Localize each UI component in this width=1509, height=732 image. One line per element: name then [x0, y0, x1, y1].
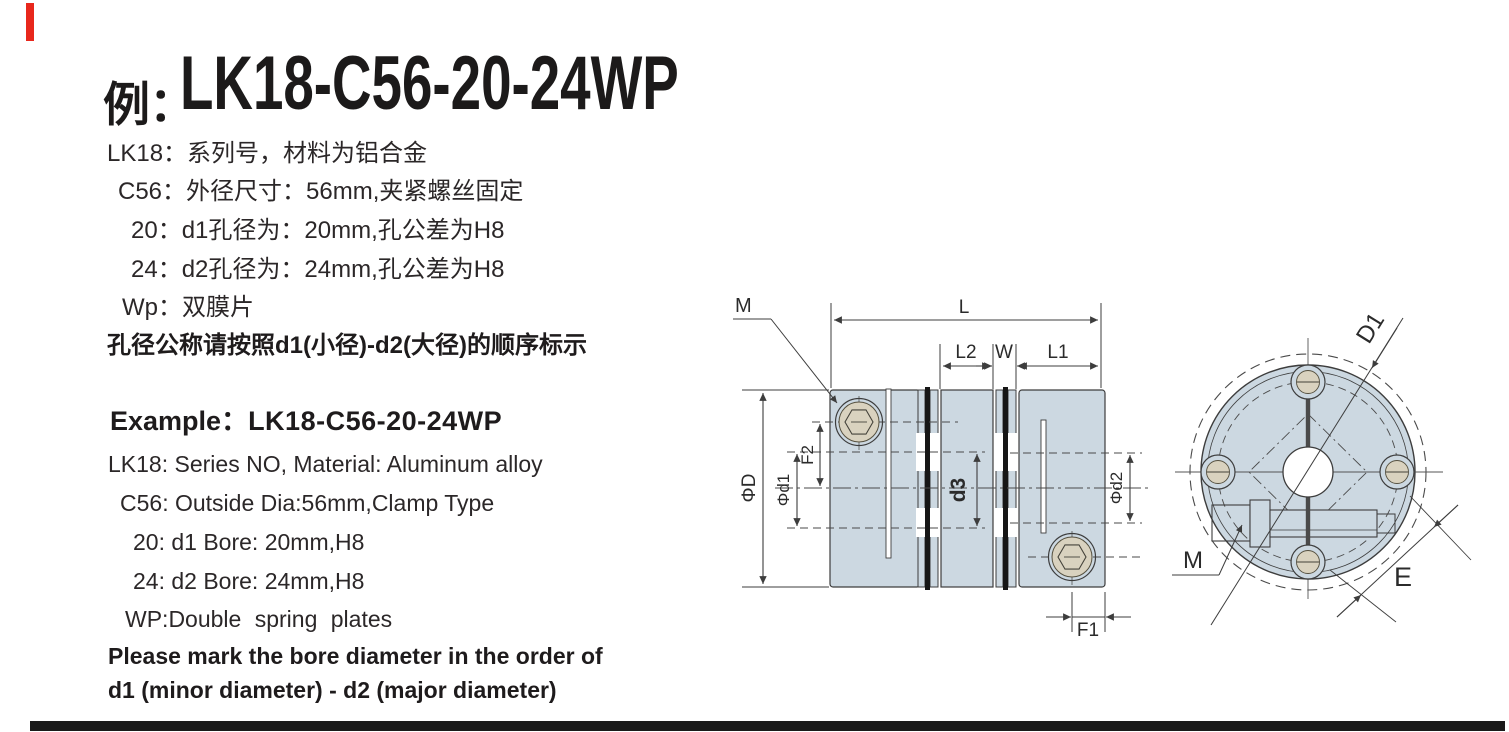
page-title-model: LK18-C56-20-24WP: [180, 41, 679, 126]
cn-line-d1-bore: 20：d1孔径为：20mm,孔公差为H8: [131, 217, 505, 244]
cn-line-wp: Wp：双膜片: [122, 294, 254, 321]
dim-phid1: Φd1: [774, 474, 793, 506]
example-heading: Example：LK18-C56-20-24WP: [110, 399, 502, 438]
en-line-d2-bore: 24: d2 Bore: 24mm,H8: [133, 568, 365, 594]
dim-L1: L1: [1047, 342, 1068, 363]
front-view: D1 E M: [1172, 308, 1472, 626]
page-edge-red-tab: [26, 3, 34, 41]
en-order-note-line1: Please mark the bore diameter in the ord…: [108, 643, 603, 669]
front-screw-right: [1379, 454, 1415, 490]
front-slit-top: [1305, 366, 1311, 447]
en-line-series: LK18: Series NO, Material: Aluminum allo…: [108, 451, 543, 477]
example-model: LK18-C56-20-24WP: [248, 406, 503, 436]
dim-W: W: [995, 342, 1013, 363]
cn-line-series: LK18：系列号，材料为铝合金: [107, 140, 428, 167]
cn-line-d2-bore: 24：d2孔径为：24mm,孔公差为H8: [131, 256, 505, 283]
right-hub-slit: [1040, 419, 1047, 534]
square-phantom: [1248, 413, 1368, 531]
dim-phiD: ΦD: [739, 474, 760, 503]
dim-M-side: M: [735, 295, 752, 317]
example-label: Example：: [110, 406, 249, 436]
dim-F1: F1: [1077, 620, 1099, 641]
front-slit-bottom: [1305, 497, 1311, 578]
dim-d3: d3: [947, 478, 970, 503]
front-screw-bottom: [1290, 544, 1326, 580]
side-view: L L2 W L1 ΦD Φd1 F2 d3 Φd2 F1 M: [733, 295, 1148, 641]
left-hub-slit: [885, 388, 892, 559]
en-line-outside-dia: C56: Outside Dia:56mm,Clamp Type: [120, 490, 495, 516]
clamp-screw-hidden-view: [1211, 499, 1396, 548]
cn-order-note: 孔径公称请按照d1(小径)-d2(大径)的顺序标示: [107, 332, 587, 359]
footer-divider-bar: [30, 721, 1505, 731]
page-title-cn-prefix: 例：: [103, 78, 196, 131]
bottom-clamp-screw: [1047, 531, 1097, 585]
dim-L: L: [959, 297, 970, 318]
front-screw-left: [1200, 454, 1236, 490]
center-bore: [1282, 446, 1334, 498]
dim-M-front: M: [1183, 547, 1203, 574]
dim-D1: D1: [1351, 308, 1390, 348]
front-screw-top: [1290, 364, 1326, 400]
dim-phid2: Φd2: [1107, 472, 1126, 504]
dim-F2: F2: [798, 445, 817, 465]
spring-plate-2: [1003, 387, 1008, 590]
dim-L2: L2: [955, 342, 976, 363]
en-line-wp: WP:Double spring plates: [125, 606, 393, 632]
cn-line-outside-dia: C56：外径尺寸：56mm,夹紧螺丝固定: [118, 178, 524, 205]
dim-E: E: [1394, 562, 1412, 592]
en-line-d1-bore: 20: d1 Bore: 20mm,H8: [133, 529, 365, 555]
top-clamp-screw: [834, 396, 884, 450]
en-order-note-line2: d1 (minor diameter) - d2 (major diameter…: [108, 677, 557, 703]
